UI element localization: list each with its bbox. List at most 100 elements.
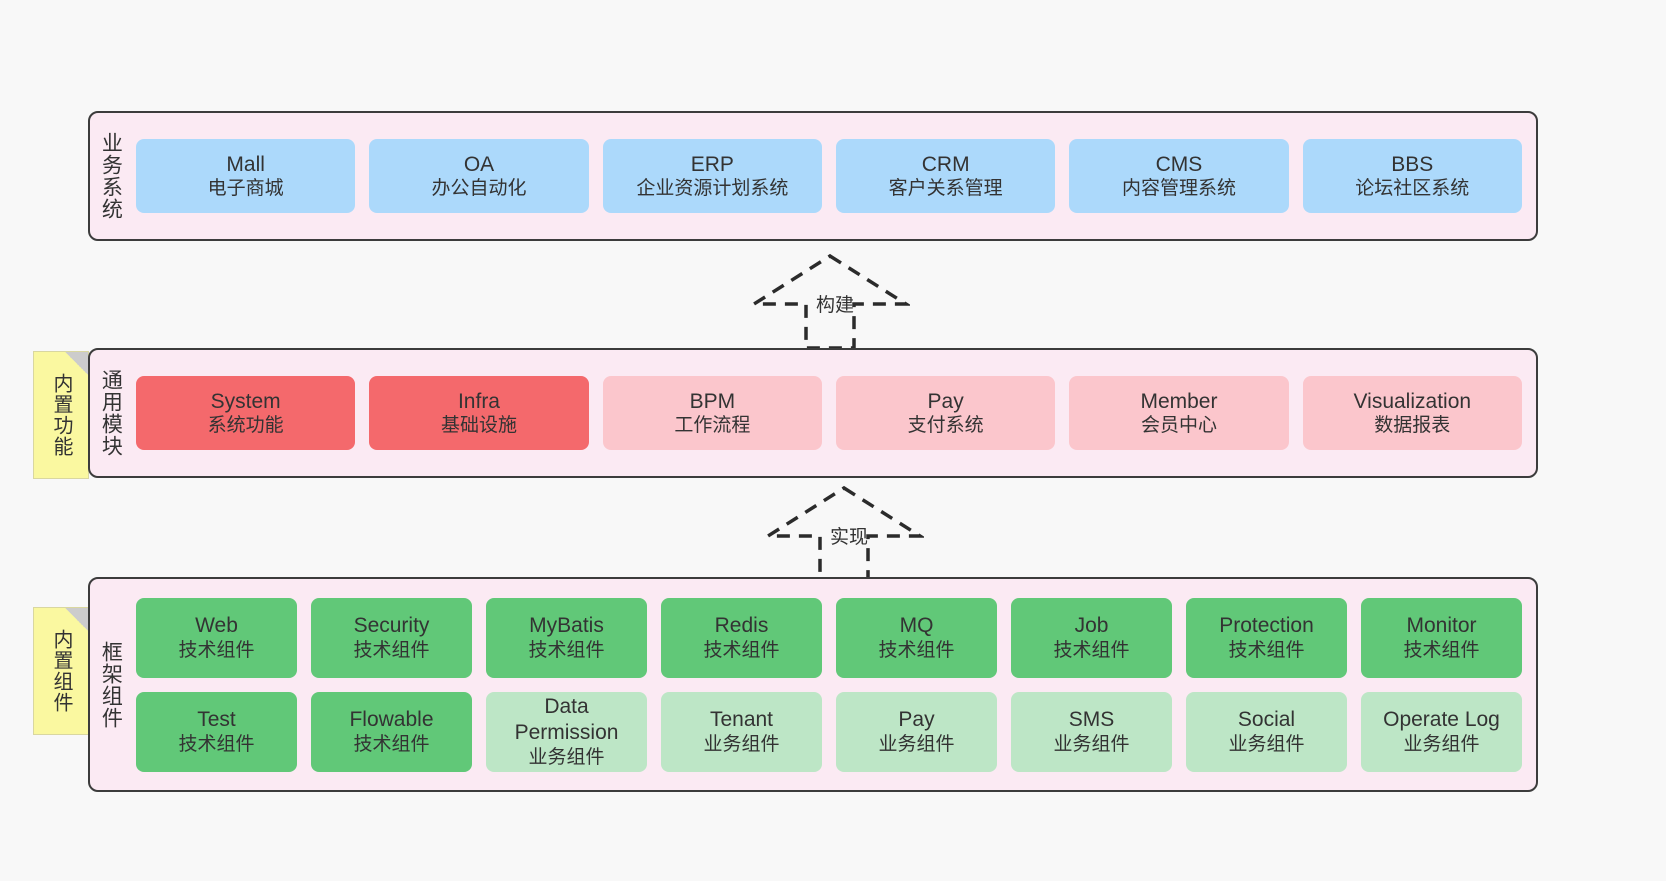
module-card-subtitle: 办公自动化 xyxy=(431,178,527,200)
module-card-infra[interactable]: Infra 基础设施 xyxy=(369,376,589,450)
module-card-subtitle: 内容管理系统 xyxy=(1121,178,1236,200)
module-card-subtitle: 基础设施 xyxy=(440,415,517,437)
module-card-title: Job xyxy=(1074,614,1109,638)
module-card-title: Web xyxy=(195,614,238,638)
module-card-title: ERP xyxy=(690,152,734,176)
module-card-subtitle: 业务组件 xyxy=(1228,733,1305,755)
layer-business-label: 业务系统 xyxy=(99,132,123,220)
module-card-subtitle: 论坛社区系统 xyxy=(1355,178,1470,200)
module-card-redis[interactable]: Redis 技术组件 xyxy=(661,597,822,678)
module-card-system[interactable]: System 系统功能 xyxy=(136,376,356,450)
layer-common-label: 通用模块 xyxy=(99,369,123,457)
module-card-title: CMS xyxy=(1155,152,1203,176)
module-card-data-permission[interactable]: Data Permission 业务组件 xyxy=(486,691,647,772)
module-card-subtitle: 业务组件 xyxy=(703,733,780,755)
module-card-title: BPM xyxy=(689,389,736,413)
layer-framework-label: 框架组件 xyxy=(99,640,123,729)
module-card-subtitle: 技术组件 xyxy=(178,639,255,661)
module-card-operate-log[interactable]: Operate Log 业务组件 xyxy=(1361,691,1522,772)
module-card-sms[interactable]: SMS 业务组件 xyxy=(1011,691,1172,772)
layer-framework-body: Web 技术组件 Security 技术组件 MyBatis 技术组件 Redi… xyxy=(130,579,1536,790)
sticky-note-builtin-components: 内置组件 xyxy=(33,607,89,735)
module-card-title: Flowable xyxy=(349,708,434,732)
module-card-oa[interactable]: OA 办公自动化 xyxy=(369,139,589,213)
module-card-subtitle: 企业资源计划系统 xyxy=(636,178,789,200)
module-card-job[interactable]: Job 技术组件 xyxy=(1011,597,1172,678)
layer-business-body: Mall 电子商城 OA 办公自动化 ERP 企业资源计划系统 CRM 客户关系… xyxy=(130,113,1536,239)
module-card-crm[interactable]: CRM 客户关系管理 xyxy=(835,139,1056,213)
connector-build-label: 构建 xyxy=(816,295,855,316)
module-card-subtitle: 技术组件 xyxy=(178,733,255,755)
module-card-pay[interactable]: Pay 支付系统 xyxy=(835,376,1056,450)
layer-framework-components: 框架组件 Web 技术组件 Security 技术组件 MyBatis 技术组件… xyxy=(88,577,1538,792)
module-card-title: Member xyxy=(1140,389,1218,413)
module-card-subtitle: 技术组件 xyxy=(1228,639,1305,661)
module-card-title: OA xyxy=(463,152,495,176)
module-card-subtitle: 业务组件 xyxy=(528,746,605,768)
module-card-subtitle: 技术组件 xyxy=(703,639,780,661)
module-card-security[interactable]: Security 技术组件 xyxy=(311,597,472,678)
module-card-subtitle: 技术组件 xyxy=(528,639,605,661)
module-card-subtitle: 电子商城 xyxy=(207,178,284,200)
module-card-title: BBS xyxy=(1391,152,1434,176)
sticky-note-builtin-features: 内置功能 xyxy=(33,351,89,479)
module-card-subtitle: 技术组件 xyxy=(353,639,430,661)
module-card-title: Operate Log xyxy=(1383,708,1500,732)
module-card-subtitle: 数据报表 xyxy=(1374,415,1451,437)
module-card-tenant[interactable]: Tenant 业务组件 xyxy=(661,691,822,772)
sticky-note-text: 内置功能 xyxy=(50,373,72,457)
connector-implement: 实现 xyxy=(764,484,924,584)
module-card-subtitle: 技术组件 xyxy=(1053,639,1130,661)
module-card-subtitle: 技术组件 xyxy=(353,733,430,755)
module-card-test[interactable]: Test 技术组件 xyxy=(136,691,297,772)
module-card-erp[interactable]: ERP 企业资源计划系统 xyxy=(602,139,822,213)
layer-common-body: System 系统功能 Infra 基础设施 BPM 工作流程 Pay 支付系统… xyxy=(130,350,1536,476)
module-card-subtitle: 系统功能 xyxy=(207,415,284,437)
module-card-subtitle: 业务组件 xyxy=(878,733,955,755)
module-card-protection[interactable]: Protection 技术组件 xyxy=(1186,597,1347,678)
module-card-pay-component[interactable]: Pay 业务组件 xyxy=(836,691,997,772)
module-card-title: MQ xyxy=(899,614,934,638)
layer-business-row: Mall 电子商城 OA 办公自动化 ERP 企业资源计划系统 CRM 客户关系… xyxy=(136,139,1522,213)
connector-build: 构建 xyxy=(750,252,910,352)
module-card-title: Mall xyxy=(226,152,265,176)
module-card-monitor[interactable]: Monitor 技术组件 xyxy=(1361,597,1522,678)
module-card-title: Redis xyxy=(714,614,769,638)
module-card-title: Pay xyxy=(898,708,935,732)
module-card-subtitle: 工作流程 xyxy=(674,415,751,437)
layer-framework-row-business: Test 技术组件 Flowable 技术组件 Data Permission … xyxy=(136,691,1522,772)
module-card-title: CRM xyxy=(921,152,970,176)
module-card-subtitle: 技术组件 xyxy=(1403,639,1480,661)
module-card-visualization[interactable]: Visualization 数据报表 xyxy=(1302,376,1522,450)
module-card-subtitle: 业务组件 xyxy=(1053,733,1130,755)
module-card-mall[interactable]: Mall 电子商城 xyxy=(136,139,356,213)
module-card-mybatis[interactable]: MyBatis 技术组件 xyxy=(486,597,647,678)
module-card-title: System xyxy=(210,389,281,413)
module-card-member[interactable]: Member 会员中心 xyxy=(1069,376,1289,450)
sticky-note-text: 内置组件 xyxy=(50,629,72,713)
module-card-subtitle: 技术组件 xyxy=(878,639,955,661)
module-card-subtitle: 业务组件 xyxy=(1403,733,1480,755)
module-card-bbs[interactable]: BBS 论坛社区系统 xyxy=(1302,139,1522,213)
module-card-title: Test xyxy=(197,708,236,732)
layer-common-modules: 通用模块 System 系统功能 Infra 基础设施 BPM 工作流程 Pay… xyxy=(88,348,1538,478)
module-card-subtitle: 支付系统 xyxy=(907,415,984,437)
layer-common-row: System 系统功能 Infra 基础设施 BPM 工作流程 Pay 支付系统… xyxy=(136,376,1522,450)
module-card-title: Monitor xyxy=(1406,614,1477,638)
layer-business-systems: 业务系统 Mall 电子商城 OA 办公自动化 ERP 企业资源计划系统 CRM… xyxy=(88,111,1538,241)
module-card-title: SMS xyxy=(1068,708,1115,732)
module-card-flowable[interactable]: Flowable 技术组件 xyxy=(311,691,472,772)
module-card-cms[interactable]: CMS 内容管理系统 xyxy=(1069,139,1289,213)
connector-implement-label: 实现 xyxy=(830,527,869,548)
module-card-web[interactable]: Web 技术组件 xyxy=(136,597,297,678)
module-card-title: Visualization xyxy=(1353,389,1472,413)
module-card-bpm[interactable]: BPM 工作流程 xyxy=(602,376,822,450)
module-card-mq[interactable]: MQ 技术组件 xyxy=(836,597,997,678)
module-card-title: Protection xyxy=(1219,614,1314,638)
module-card-subtitle: 客户关系管理 xyxy=(888,178,1003,200)
layer-framework-row-tech: Web 技术组件 Security 技术组件 MyBatis 技术组件 Redi… xyxy=(136,597,1522,678)
module-card-social[interactable]: Social 业务组件 xyxy=(1186,691,1347,772)
module-card-title: Infra xyxy=(457,389,500,413)
module-card-title: Security xyxy=(353,614,430,638)
module-card-subtitle: 会员中心 xyxy=(1140,415,1217,437)
